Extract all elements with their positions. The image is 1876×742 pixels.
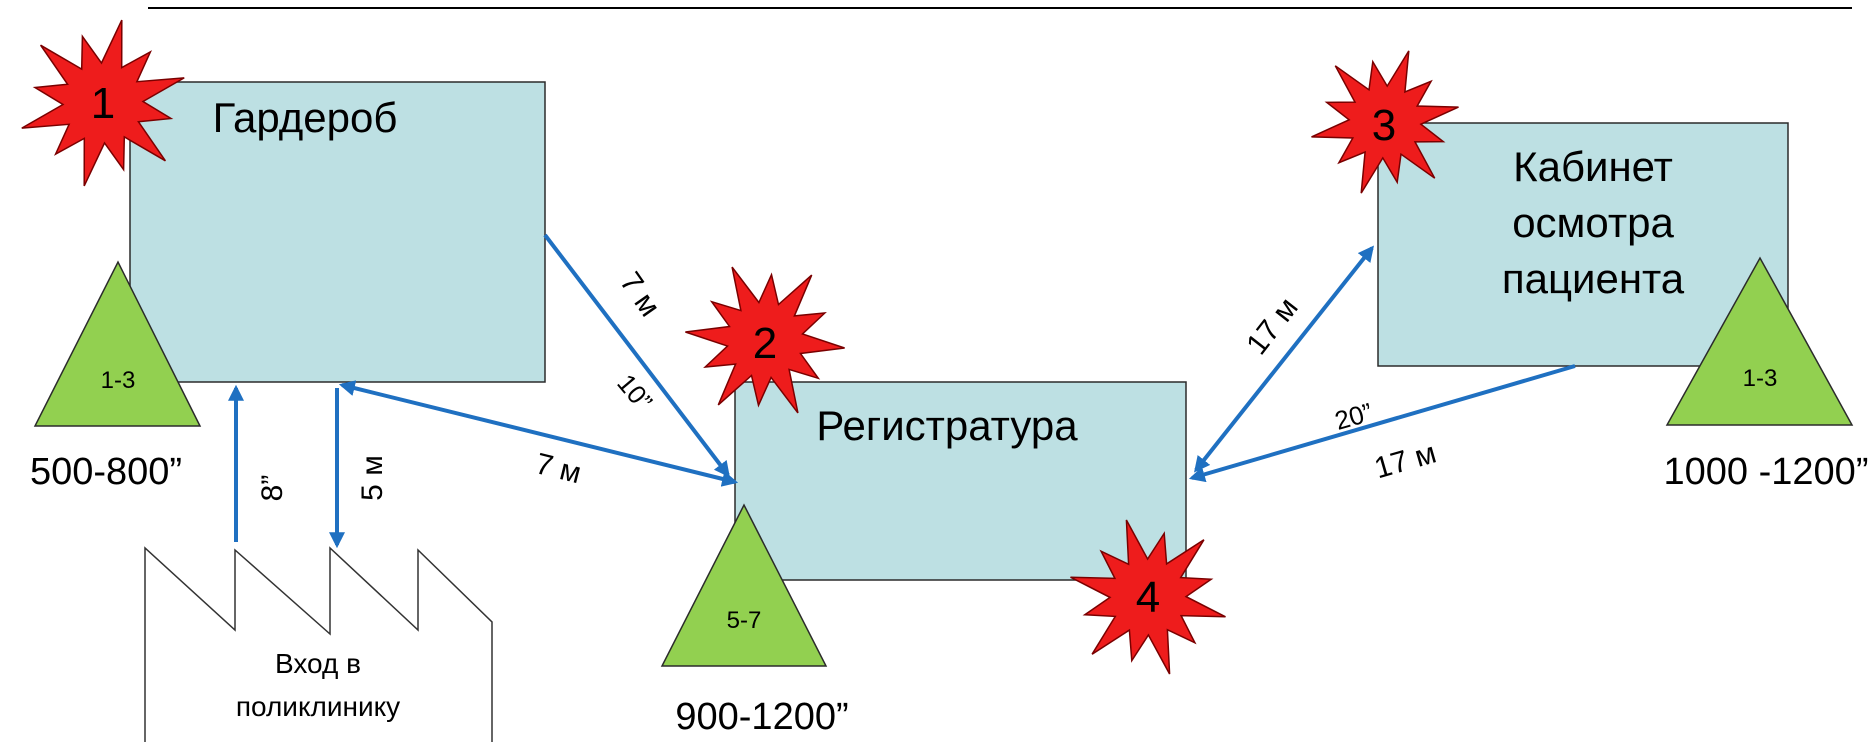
step-2-burst	[685, 266, 845, 414]
exam-station-label: 1-3	[1743, 365, 1778, 392]
wardrobe-to-entrance-distance: 5 м	[356, 455, 389, 501]
exam-station-triangle	[1665, 256, 1854, 426]
exam-room	[1377, 122, 1789, 367]
exam-label-line-3: пациента	[1502, 255, 1685, 302]
wardrobe-time-label: 500-800”	[30, 451, 182, 493]
wardrobe-station-triangle	[33, 260, 202, 427]
entrance-building	[144, 546, 493, 742]
step-3-burst	[1311, 50, 1459, 194]
registry-station-label: 5-7	[727, 607, 762, 634]
step-1-burst	[21, 19, 185, 187]
exam-label-line-1: Кабинет	[1513, 143, 1673, 190]
entrance-label-line-2: поликлинику	[236, 691, 400, 722]
wardrobe-station-label: 1-3	[101, 367, 136, 394]
registry-to-exam-distance: 17 м	[1240, 291, 1304, 360]
entrance-label-line-1: Вход в	[275, 648, 361, 679]
exam-time-label: 1000 -1200”	[1664, 451, 1869, 493]
wardrobe-room	[129, 81, 546, 383]
registry-station-triangle	[660, 503, 828, 667]
arrow-registry-exam	[1194, 245, 1374, 473]
step-3-number: 3	[1372, 101, 1396, 150]
registry-label: Регистратура	[816, 402, 1078, 449]
arrow-registry-wardrobe	[338, 380, 739, 487]
wardrobe-label: Гардероб	[213, 94, 398, 141]
step-1-number: 1	[91, 79, 115, 128]
exam-label-line-2: осмотра	[1512, 199, 1674, 246]
registry-room	[734, 381, 1187, 581]
step-4-number: 4	[1136, 573, 1160, 622]
registry-time-label: 900-1200”	[675, 696, 848, 738]
exam-to-registry-time: 20”	[1331, 397, 1375, 436]
arrow-exam-to-registry	[1188, 364, 1576, 483]
wardrobe-to-registry-distance: 7 м	[613, 266, 666, 322]
step-2-number: 2	[753, 319, 777, 368]
step-4-burst	[1070, 519, 1226, 675]
exam-to-registry-distance: 17 м	[1371, 436, 1440, 485]
entrance-to-wardrobe-time: 8”	[256, 475, 289, 502]
registry-to-wardrobe-distance: 7 м	[532, 447, 584, 490]
